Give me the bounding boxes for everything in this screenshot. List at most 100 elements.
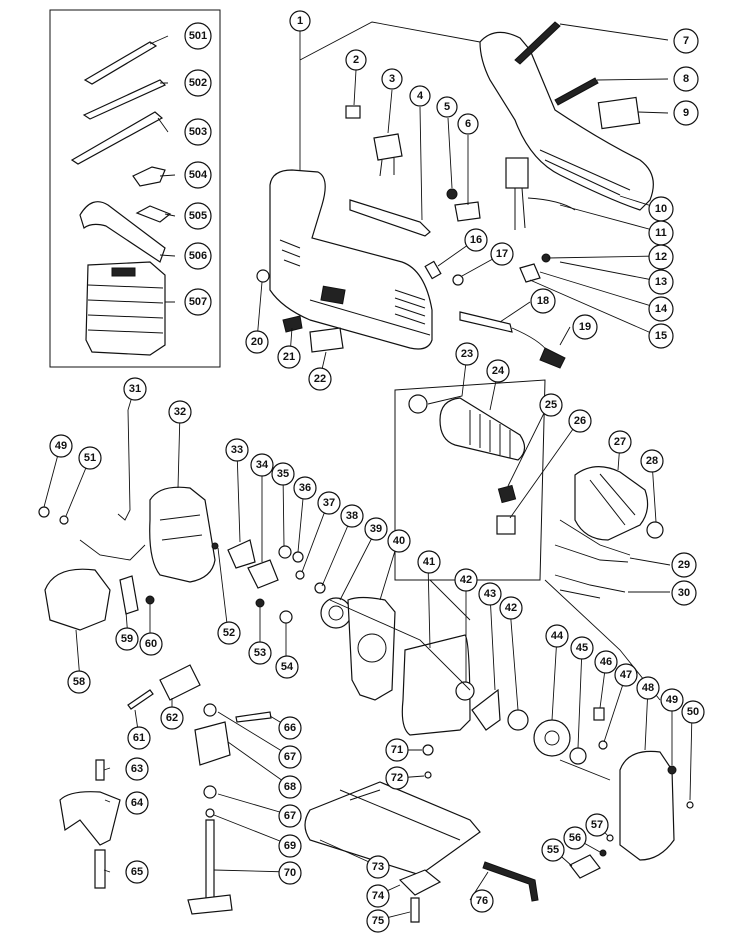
- armature-24: [439, 397, 526, 461]
- power-cord-19: [511, 327, 549, 353]
- callout-507: 507: [184, 288, 212, 316]
- callout-42a: 42: [454, 568, 478, 592]
- svg-text:5: 5: [444, 101, 450, 113]
- callout-65: 65: [125, 860, 149, 884]
- callouts: 1 2 3 4 5 6 7 8 9 10 11 12 13 14 15 16 1…: [49, 10, 705, 933]
- spring-wire-51: [79, 539, 146, 561]
- callout-42b: 42: [499, 596, 523, 620]
- svg-text:76: 76: [476, 895, 488, 907]
- svg-text:13: 13: [655, 276, 667, 288]
- svg-text:3: 3: [389, 73, 395, 85]
- motor-group: [394, 379, 664, 599]
- dust-guard-58: [44, 568, 111, 631]
- housing-group: [256, 21, 654, 369]
- callout-52: 52: [217, 621, 241, 645]
- callout-6: 6: [457, 113, 479, 135]
- svg-text:37: 37: [323, 497, 335, 509]
- svg-text:1: 1: [297, 15, 303, 27]
- plate-59: [119, 575, 139, 615]
- svg-text:21: 21: [283, 351, 295, 363]
- callout-15: 15: [648, 323, 674, 349]
- lever-62: [159, 664, 201, 701]
- base-clamp-74: [398, 869, 442, 896]
- callout-53: 53: [248, 641, 272, 665]
- callout-60: 60: [139, 632, 163, 656]
- callout-5: 5: [436, 96, 458, 118]
- callout-74: 74: [366, 884, 390, 908]
- screw-60: [145, 595, 155, 605]
- stator-27: [574, 466, 649, 541]
- callout-30: 30: [671, 580, 697, 606]
- callout-49a: 49: [49, 434, 73, 458]
- svg-text:49: 49: [666, 694, 678, 706]
- callout-55: 55: [541, 838, 565, 862]
- svg-text:69: 69: [284, 840, 296, 852]
- callout-13: 13: [648, 269, 674, 295]
- svg-text:23: 23: [461, 348, 473, 360]
- carbon-brush-25: [497, 484, 517, 504]
- svg-text:506: 506: [189, 250, 207, 262]
- callout-50: 50: [681, 700, 705, 724]
- svg-text:59: 59: [121, 633, 133, 645]
- callout-47: 47: [614, 663, 638, 687]
- callout-37: 37: [317, 491, 341, 515]
- roller-54: [279, 610, 293, 624]
- callout-41: 41: [417, 550, 441, 574]
- callout-503: 503: [184, 118, 212, 146]
- svg-text:505: 505: [189, 210, 207, 222]
- svg-text:71: 71: [391, 744, 403, 756]
- callout-8: 8: [673, 66, 699, 92]
- screw-49b: [667, 765, 677, 775]
- callout-9: 9: [673, 100, 699, 126]
- washer-47: [598, 740, 608, 750]
- terminal-2: [345, 105, 361, 119]
- svg-text:12: 12: [655, 251, 667, 263]
- svg-text:35: 35: [277, 468, 289, 480]
- callout-57: 57: [585, 813, 609, 837]
- callout-7: 7: [673, 28, 699, 54]
- bolt-75: [410, 897, 420, 923]
- svg-text:44: 44: [551, 630, 564, 642]
- callout-61: 61: [127, 726, 151, 750]
- carrying-case-507: [85, 261, 166, 356]
- svg-text:10: 10: [655, 203, 667, 215]
- callout-28: 28: [640, 449, 664, 473]
- svg-text:6: 6: [465, 118, 471, 130]
- callout-18: 18: [530, 288, 556, 314]
- callout-1: 1: [289, 10, 311, 32]
- svg-text:17: 17: [496, 248, 508, 260]
- dust-nozzle-506: [79, 201, 166, 263]
- gear-cover-32: [149, 486, 216, 583]
- switch-rod-4: [349, 199, 431, 237]
- svg-text:9: 9: [683, 107, 689, 119]
- callout-66: 66: [278, 716, 302, 740]
- callout-10: 10: [648, 196, 674, 222]
- bushing-67a: [203, 703, 217, 717]
- callout-25: 25: [539, 393, 563, 417]
- callout-33: 33: [225, 438, 249, 462]
- cord-armor-18: [459, 311, 513, 333]
- svg-text:14: 14: [655, 303, 668, 315]
- label-22: [309, 327, 344, 353]
- slider-68: [194, 721, 231, 766]
- callout-29: 29: [671, 552, 697, 578]
- callout-32: 32: [168, 400, 192, 424]
- svg-text:11: 11: [655, 227, 667, 239]
- svg-text:46: 46: [600, 656, 612, 668]
- callout-56: 56: [563, 826, 587, 850]
- svg-text:501: 501: [189, 30, 207, 42]
- callout-72: 72: [385, 766, 409, 790]
- svg-text:55: 55: [547, 844, 559, 856]
- hex-wrench-76: [482, 861, 539, 902]
- svg-text:28: 28: [646, 455, 658, 467]
- callout-2: 2: [345, 49, 367, 71]
- switch-6: [454, 201, 481, 222]
- svg-text:2: 2: [353, 54, 359, 66]
- bearing-28: [646, 521, 664, 539]
- callout-48: 48: [636, 676, 660, 700]
- callout-54: 54: [275, 655, 299, 679]
- svg-text:70: 70: [284, 867, 296, 879]
- lead-wire-30: [554, 574, 626, 599]
- pin-61: [127, 689, 154, 710]
- svg-text:507: 507: [189, 296, 207, 308]
